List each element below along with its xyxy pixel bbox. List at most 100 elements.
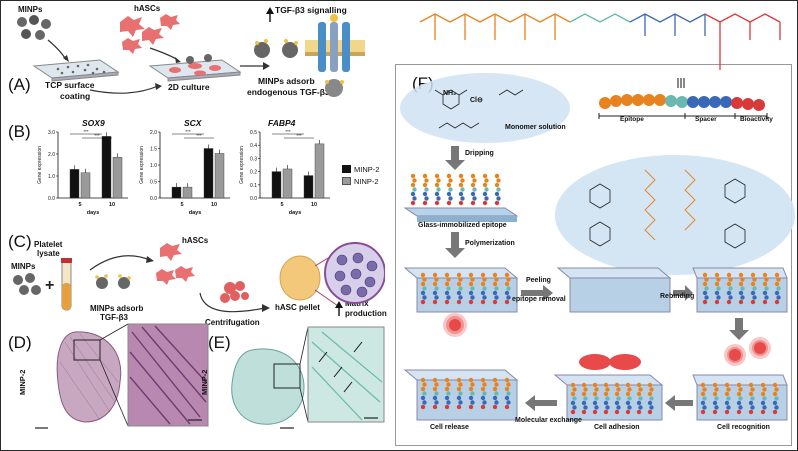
lysate-tube-icon (61, 258, 72, 311)
peptide-bead (482, 382, 487, 387)
peptide-bead (504, 290, 510, 296)
peptide-bead (410, 191, 416, 197)
peptide-bead (647, 400, 653, 406)
receptor-icon (266, 7, 365, 97)
peptide-bead (480, 395, 486, 401)
peptide-bead (614, 382, 620, 388)
peptide-bead (422, 286, 427, 291)
peptide-bead (446, 391, 451, 396)
peptide-bead (480, 299, 486, 305)
peptide-bead (482, 191, 488, 197)
peptide-bead (649, 396, 654, 401)
f-cell-release-label: Cell release (430, 424, 469, 431)
peptide-bead (504, 281, 510, 287)
f-cell-adhesion-label: Cell adhesion (594, 424, 640, 431)
a-culture-label: 2D culture (168, 82, 210, 92)
peptide-bead (420, 281, 426, 287)
peptide-bead (482, 286, 487, 291)
peptide-bead (432, 299, 438, 305)
peptide-bead (750, 272, 756, 278)
peptide-bead (636, 382, 642, 388)
peptide-bead (774, 272, 780, 278)
peptide-bead (506, 295, 511, 300)
b-day-tick-label: 10 (211, 202, 217, 208)
peptide-bead (468, 386, 474, 392)
b-y-axis-label: Gene expression (139, 146, 145, 184)
peptide-bead (480, 404, 486, 410)
f-epitope-label: Epitope (620, 116, 644, 123)
peptide-bead (492, 299, 498, 305)
f-spacer-label: Spacer (695, 116, 717, 123)
hydrogel-slab-2 (556, 267, 672, 313)
peptide-bead (581, 382, 587, 388)
peptide-bead (422, 400, 427, 405)
peptide-bead (570, 391, 576, 397)
peptide-bead (492, 272, 498, 278)
peptide-bead (436, 178, 441, 183)
peptide-bead (484, 178, 489, 183)
peptide-bead (458, 200, 464, 206)
f-molecular-exchange-label: Molecular exchange (515, 417, 582, 424)
peptide-bead (774, 396, 779, 401)
peptide-bead (764, 277, 769, 282)
peptide-bead (424, 196, 429, 201)
peptide-bead (583, 396, 588, 401)
peptide-bead (494, 295, 499, 300)
peptide-bead (726, 405, 731, 410)
c-adsorb-2: TGF-β3 (100, 313, 128, 322)
peptide-bead (456, 299, 462, 305)
peptide-bead (420, 377, 426, 383)
peptide-bead (603, 409, 609, 415)
b-y-tick-label: 1.0 (48, 174, 55, 180)
b-bar-ninp (80, 172, 91, 199)
b-chart1-title: SOX9 (82, 118, 105, 128)
peptide-bead (714, 272, 720, 278)
peptide-bead (738, 396, 743, 401)
peptide-bead (458, 295, 463, 300)
peptide-bead (716, 295, 721, 300)
peptide-bead (494, 391, 499, 396)
peptide-bead (468, 395, 474, 401)
peptide-bead (458, 391, 463, 396)
peptide-bead (614, 409, 620, 415)
b-y-tick-label: 0.2 (250, 170, 257, 176)
f-cl-label: Cl⊖ (470, 97, 483, 104)
peptide-bead (772, 382, 778, 388)
a-adsorb-label-1: MINPs adsorb (258, 76, 315, 86)
peptide-bead (712, 409, 718, 415)
peptide-bead (736, 382, 742, 388)
b-y-axis-label: Gene expression (37, 146, 43, 184)
peptide-bead (724, 391, 730, 397)
peptide-bead (422, 295, 427, 300)
peptide-bead (762, 290, 768, 296)
c-platelet-1: Platelet (34, 240, 63, 249)
peptide-bead (432, 404, 438, 410)
peptide-bead (740, 277, 745, 282)
peptide-bead (714, 405, 719, 410)
c-centrifugation-label: Centrifugation (205, 318, 260, 327)
peptide-bead (446, 295, 451, 300)
peptide-bead (506, 382, 511, 387)
a-tcp-label-1: TCP surface (45, 80, 95, 90)
peptide-bead (470, 382, 475, 387)
peptide-bead (603, 382, 609, 388)
peptide-bead (740, 286, 745, 291)
peptide-bead (740, 295, 745, 300)
peptide-bead (702, 387, 707, 392)
peptide-bead (480, 377, 486, 383)
peptide-bead (422, 391, 427, 396)
peptide-bead (704, 295, 709, 300)
e-side-label: MINP-2 (200, 369, 209, 395)
peptide-bead (636, 391, 642, 397)
peptide-bead (605, 405, 610, 410)
peptide-bead (412, 178, 417, 183)
peptide-bead (446, 191, 452, 197)
peptide-bead (424, 187, 429, 192)
peptide-bead (776, 286, 781, 291)
peptide-bead (762, 387, 767, 392)
b-y-tick-label: 1.0 (150, 163, 157, 169)
peptide-bead (748, 391, 754, 397)
peptide-bead (760, 391, 766, 397)
peptide-bead (625, 409, 631, 415)
peptide-bead (625, 400, 631, 406)
